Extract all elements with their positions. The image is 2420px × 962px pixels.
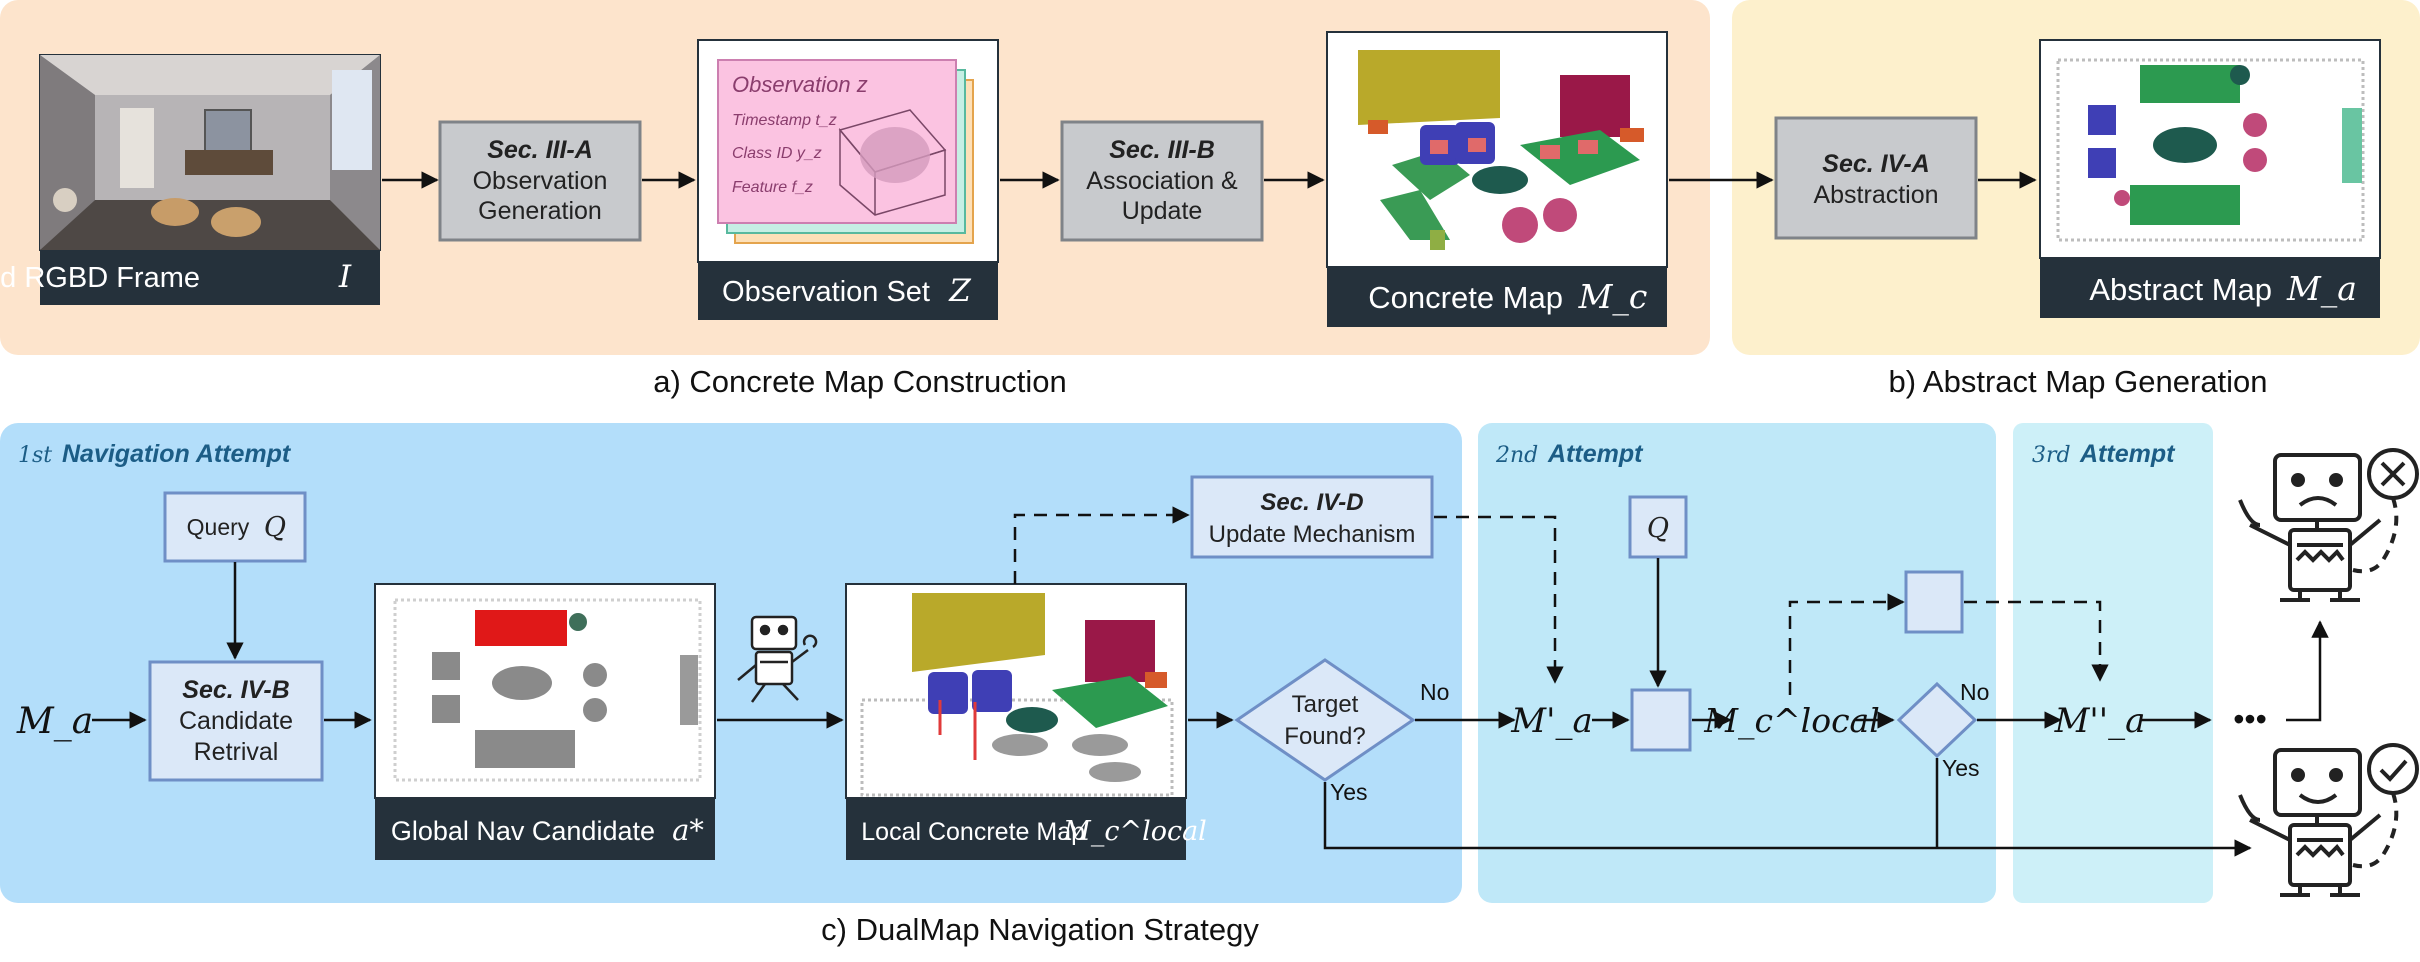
concrete-map-label-bar	[1327, 267, 1667, 327]
candidate-retrieval-sec: Sec. IV-B	[182, 676, 289, 704]
attempt3-label: Attempt	[2079, 440, 2176, 468]
observation-set-label-bar	[698, 262, 998, 320]
observation-set-symbol: Z	[948, 273, 971, 309]
panel-c-attempt3-background	[2013, 423, 2213, 903]
observation-pointcloud-cube	[838, 109, 947, 216]
panel-c-caption: c) DualMap Navigation Strategy	[821, 912, 1259, 947]
observation-set-label: Observation Set	[722, 276, 930, 308]
local-map-label-bar	[846, 798, 1186, 860]
abstract-map-input-symbol: M_a	[16, 701, 93, 742]
query2-symbol: Q	[1647, 513, 1669, 544]
rgbd-frame-image	[39, 54, 381, 251]
rgbd-frame-label-bar	[40, 250, 380, 305]
attempt2-sup: 2nd	[1495, 443, 1538, 468]
candidate-retrieval-box	[148, 660, 324, 782]
happy-robot-icon	[2238, 743, 2419, 897]
query-symbol: Q	[264, 512, 286, 543]
abstract-map-label: Abstract Map	[2089, 272, 2272, 307]
dashed-mclocal-to-update2	[1788, 593, 1905, 695]
local-map-image	[860, 593, 1174, 797]
update-mechanism-sec: Sec. IV-D	[1260, 489, 1363, 516]
concrete-map-symbol: M_c	[1578, 277, 1648, 317]
query-box	[163, 491, 307, 563]
concrete-map-image	[1358, 50, 1644, 250]
association-update-sec: Sec. III-B	[1109, 136, 1215, 164]
abstract-map-symbol: M_a	[2286, 269, 2357, 309]
attempt3-sup: 3rd	[2032, 443, 2071, 468]
rgbd-frame-symbol: I	[338, 259, 352, 295]
panel-b-caption: b) Abstract Map Generation	[1888, 364, 2267, 399]
observation-card-title: Observation z	[732, 72, 868, 97]
abstraction-box	[1774, 116, 1978, 240]
global-nav-image	[393, 598, 702, 782]
global-nav-label-bar	[375, 798, 715, 860]
query-label: Query	[187, 514, 250, 540]
attempt1-sup: 1st	[18, 443, 52, 468]
update-mechanism2-box	[1904, 570, 1964, 634]
observation-generation-box	[438, 120, 642, 242]
update-mechanism-line1: Update Mechanism	[1209, 521, 1416, 548]
global-nav-label: Global Nav Candidate	[391, 816, 655, 846]
update-mechanism-box	[1190, 475, 1434, 559]
dashed-update2-to-madoubleprime	[1964, 600, 2109, 682]
observation-card-feature: Feature f_z	[732, 179, 813, 196]
abstract-map-image	[2056, 58, 2365, 242]
global-nav-symbol: a*	[672, 813, 704, 847]
observation-card-classid: Class ID y_z	[732, 145, 822, 162]
target-yes-label: Yes	[1330, 779, 1368, 805]
local-map-label: Local Concrete Map	[861, 818, 1085, 846]
dashed-localmap-to-update	[1013, 506, 1190, 584]
association-update-line1: Association &	[1086, 167, 1238, 195]
observation-generation-line1: Observation	[473, 167, 608, 195]
sad-robot-icon	[2238, 448, 2419, 602]
arrow-ellipsis-to-fail	[2286, 620, 2329, 722]
madoubleprime-symbol: M''_a	[2054, 701, 2146, 741]
rgbd-frame-label: Posed RGBD Frame	[0, 262, 200, 294]
attempt2-label: Attempt	[1547, 440, 1644, 468]
target-no-label: No	[1420, 679, 1449, 705]
target2-no-label: No	[1960, 679, 1989, 705]
target-found-line2: Found?	[1284, 723, 1365, 750]
panel-a-caption: a) Concrete Map Construction	[653, 364, 1067, 399]
walking-robot-icon	[737, 615, 818, 703]
attempt1-label: Navigation Attempt	[62, 440, 292, 468]
panel-c-attempt2-background	[1478, 423, 1996, 903]
mclocal-symbol: M_c^local	[1703, 701, 1880, 741]
candidate-retrieval2-box	[1630, 688, 1692, 752]
ellipsis: •••	[2233, 701, 2267, 737]
observation-generation-sec: Sec. III-A	[487, 136, 593, 164]
target-found-diamond	[1234, 658, 1416, 782]
observation-generation-line2: Generation	[478, 197, 602, 225]
target2-yes-label: Yes	[1942, 755, 1980, 781]
concrete-map-label: Concrete Map	[1368, 280, 1563, 315]
maprime-symbol: M'_a	[1510, 701, 1592, 741]
observation-card-timestamp: Timestamp t_z	[732, 112, 837, 129]
candidate-retrieval-line2: Retrival	[194, 738, 279, 766]
target-found-line1: Target	[1292, 691, 1359, 718]
local-map-symbol: M_c^local	[1062, 816, 1207, 847]
association-update-line2: Update	[1122, 197, 1203, 225]
abstraction-sec: Sec. IV-A	[1822, 150, 1929, 178]
arrow-yes-to-success	[1323, 782, 2252, 857]
candidate-retrieval-line1: Candidate	[179, 707, 293, 735]
abstract-map-label-bar	[2040, 258, 2380, 318]
association-update-box	[1060, 120, 1264, 242]
dashed-update-to-maprime	[1434, 515, 1564, 684]
query2-box	[1628, 495, 1688, 559]
abstraction-line1: Abstraction	[1813, 181, 1938, 209]
target-found2-diamond	[1896, 681, 1978, 759]
